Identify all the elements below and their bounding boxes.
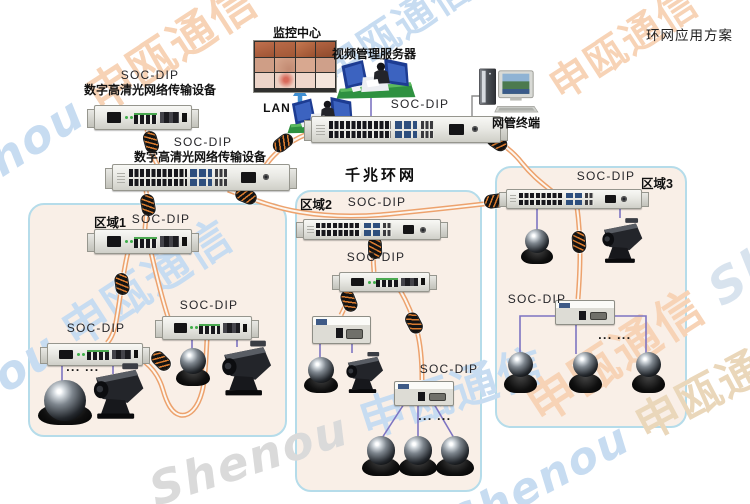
switch-4port [155, 316, 259, 340]
device-subtitle-label: 数字高清光网络传输设备 [133, 150, 267, 164]
media-converter [312, 316, 371, 344]
video-wall [253, 40, 337, 93]
nms-terminal-label: 网管终端 [491, 116, 541, 130]
ellipsis-more-cameras: ... ... [418, 412, 452, 423]
ellipsis-more-cameras: ... ... [66, 363, 100, 374]
ellipsis-more-cameras: ... ... [598, 331, 632, 342]
lan-label: LAN [263, 101, 291, 115]
dome-camera-icon [632, 352, 665, 393]
switch-16port [304, 116, 508, 143]
media-converter [394, 381, 454, 406]
soc-dip-label: SOC-DIP [131, 212, 191, 226]
server-icon [336, 58, 416, 99]
soc-dip-label: SOC-DIP [346, 250, 406, 264]
switch-4port [332, 272, 437, 292]
soc-dip-label: SOC-DIP [576, 169, 636, 183]
media-converter [555, 300, 615, 325]
video-server-label: 视频管理服务器 [331, 47, 417, 61]
gigabit-ring-label: 千兆环网 [345, 167, 418, 184]
zone-label: 区域2 [300, 198, 332, 212]
dome-camera-icon [504, 352, 537, 393]
dome-camera-icon [304, 357, 338, 393]
soc-dip-label: SOC-DIP [507, 292, 567, 306]
device-subtitle-label: 数字高清光网络传输设备 [83, 83, 217, 97]
dome-camera-icon [176, 348, 210, 386]
fiber-coupler-icon [571, 230, 587, 254]
soc-dip-label: SOC-DIP [390, 97, 450, 111]
soc-dip-label: SOC-DIP [347, 195, 407, 209]
switch-4port [87, 229, 199, 254]
soc-dip-label: SOC-DIP [419, 362, 479, 376]
switch-16port [499, 189, 649, 209]
switch-4port [40, 343, 150, 366]
soc-dip-label: SOC-DIP [173, 135, 233, 149]
dome-camera-icon [569, 352, 602, 393]
soc-dip-label: SOC-DIP [66, 321, 126, 335]
ptz-camera-icon [93, 363, 144, 419]
dome-camera-icon [399, 436, 437, 476]
soc-dip-label: SOC-DIP [179, 298, 239, 312]
dome-camera-icon [521, 229, 553, 264]
switch-16port [296, 219, 448, 240]
zone-label: 区域1 [94, 216, 126, 230]
dome-camera-icon [38, 380, 92, 425]
zone-label: 区域3 [641, 177, 673, 191]
ptz-camera-icon [222, 340, 272, 396]
dome-camera-icon [362, 436, 400, 476]
page-title: 环网应用方案 [646, 28, 733, 43]
ptz-camera-icon [602, 218, 643, 263]
soc-dip-label: SOC-DIP [120, 68, 180, 82]
switch-4port [87, 105, 199, 130]
ptz-camera-icon [346, 351, 384, 394]
switch-16port [105, 164, 297, 191]
monitor-center-label: 监控中心 [272, 26, 322, 40]
desktop-pc-icon [479, 68, 539, 113]
dome-camera-icon [436, 436, 474, 476]
